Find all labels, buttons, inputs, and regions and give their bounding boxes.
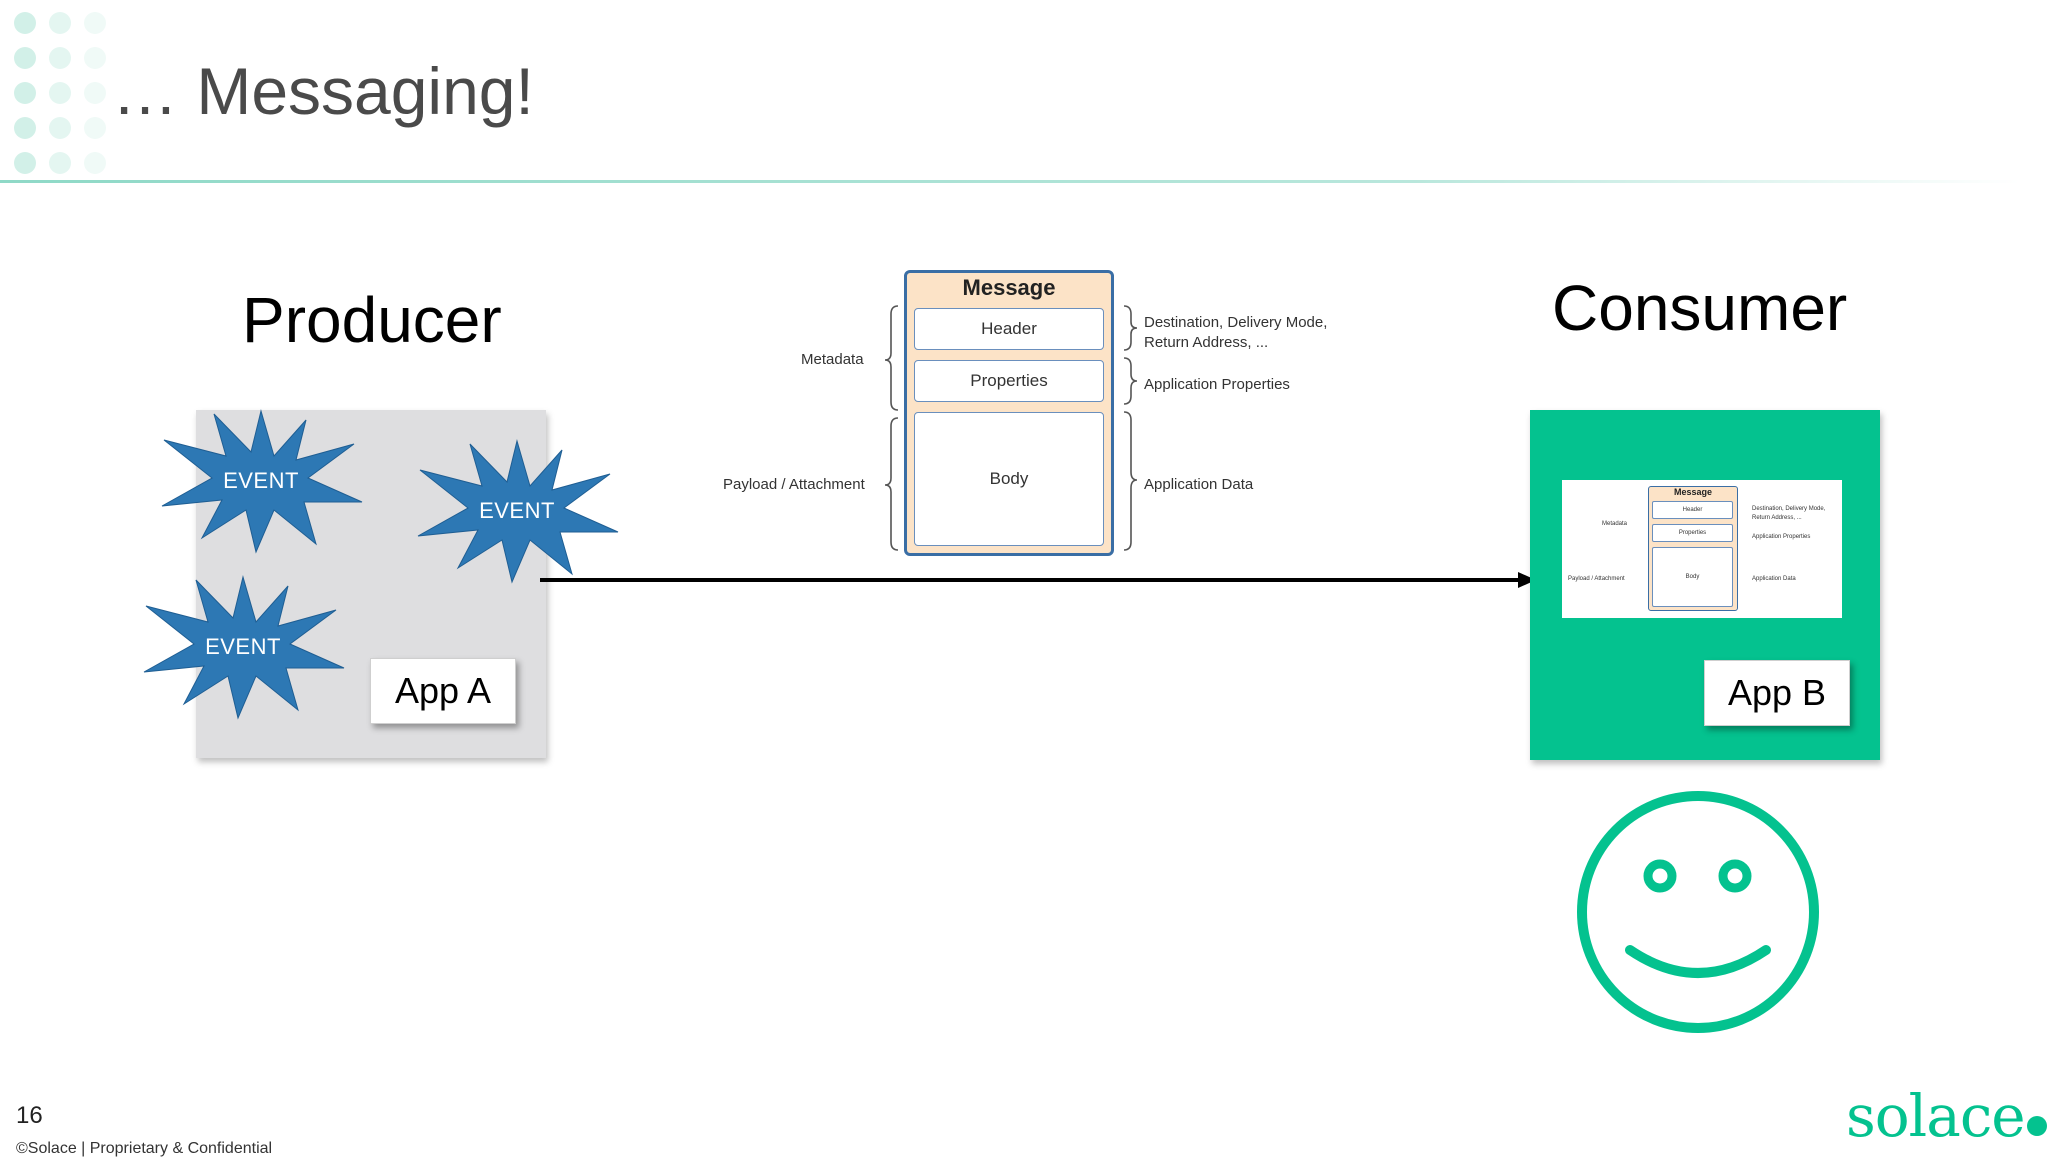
starburst-icon: [161, 409, 363, 554]
mini-message-frame: Message Header Properties Body: [1648, 486, 1738, 611]
message-structure-diagram: Message Header Properties Body Metadata …: [700, 268, 1380, 558]
mini-message-title: Message: [1673, 487, 1713, 497]
body-desc: Application Data: [1144, 476, 1254, 493]
received-message-panel: Message Header Properties Body Metadata …: [1562, 480, 1842, 618]
mini-header-cell: Header: [1652, 501, 1733, 519]
logo-text: solace: [1846, 1082, 2026, 1150]
logo-dot: [2026, 1116, 2047, 1136]
consumer-heading: Consumer: [1552, 272, 1848, 344]
left-braces: [884, 305, 899, 551]
mini-body-desc: Application Data: [1752, 576, 1796, 582]
mini-metadata-label: Metadata: [1602, 521, 1628, 527]
mini-payload-label: Payload / Attachment: [1568, 576, 1625, 582]
arrow-right-icon: [540, 572, 1536, 588]
footer-copyright: ©Solace | Proprietary & Confidential: [16, 1140, 273, 1157]
message-properties-cell: Properties: [914, 360, 1104, 402]
event-label: EVENT: [479, 498, 555, 523]
message-title: Message: [962, 275, 1056, 300]
mini-header-desc-line2: Return Address, ...: [1752, 515, 1802, 521]
event-label: EVENT: [205, 634, 281, 659]
properties-desc: Application Properties: [1144, 376, 1290, 393]
solace-logo: solace: [1846, 1082, 2047, 1150]
header-desc-line2: Return Address, ...: [1144, 334, 1269, 351]
app-a-label: App A: [370, 658, 516, 724]
header-desc-line1: Destination, Delivery Mode,: [1144, 314, 1328, 331]
event-starburst-2: EVENT: [412, 436, 622, 586]
mini-properties-cell: Properties: [1652, 524, 1733, 542]
metadata-label: Metadata: [801, 351, 864, 368]
right-braces: [1123, 305, 1138, 551]
event-label: EVENT: [223, 468, 299, 493]
event-starburst-1: EVENT: [156, 406, 366, 556]
event-starburst-3: EVENT: [138, 572, 348, 722]
message-body-cell: Body: [914, 412, 1104, 546]
message-frame: Message Header Properties Body: [904, 270, 1114, 556]
mini-properties-desc: Application Properties: [1752, 534, 1811, 540]
starburst-icon: [417, 439, 619, 584]
page-number: 16: [16, 1102, 43, 1129]
title-divider: [0, 180, 2020, 183]
app-b-label: App B: [1704, 660, 1850, 726]
smiley-face-icon: [1577, 791, 1819, 1033]
producer-heading: Producer: [242, 284, 502, 356]
mini-header-desc-line1: Destination, Delivery Mode,: [1752, 506, 1826, 512]
slide-title: … Messaging!: [112, 54, 534, 128]
message-header-cell: Header: [914, 308, 1104, 350]
dot-grid-icon: [14, 12, 106, 174]
starburst-icon: [143, 575, 345, 720]
mini-body-cell: Body: [1652, 547, 1733, 607]
payload-label: Payload / Attachment: [723, 476, 865, 493]
